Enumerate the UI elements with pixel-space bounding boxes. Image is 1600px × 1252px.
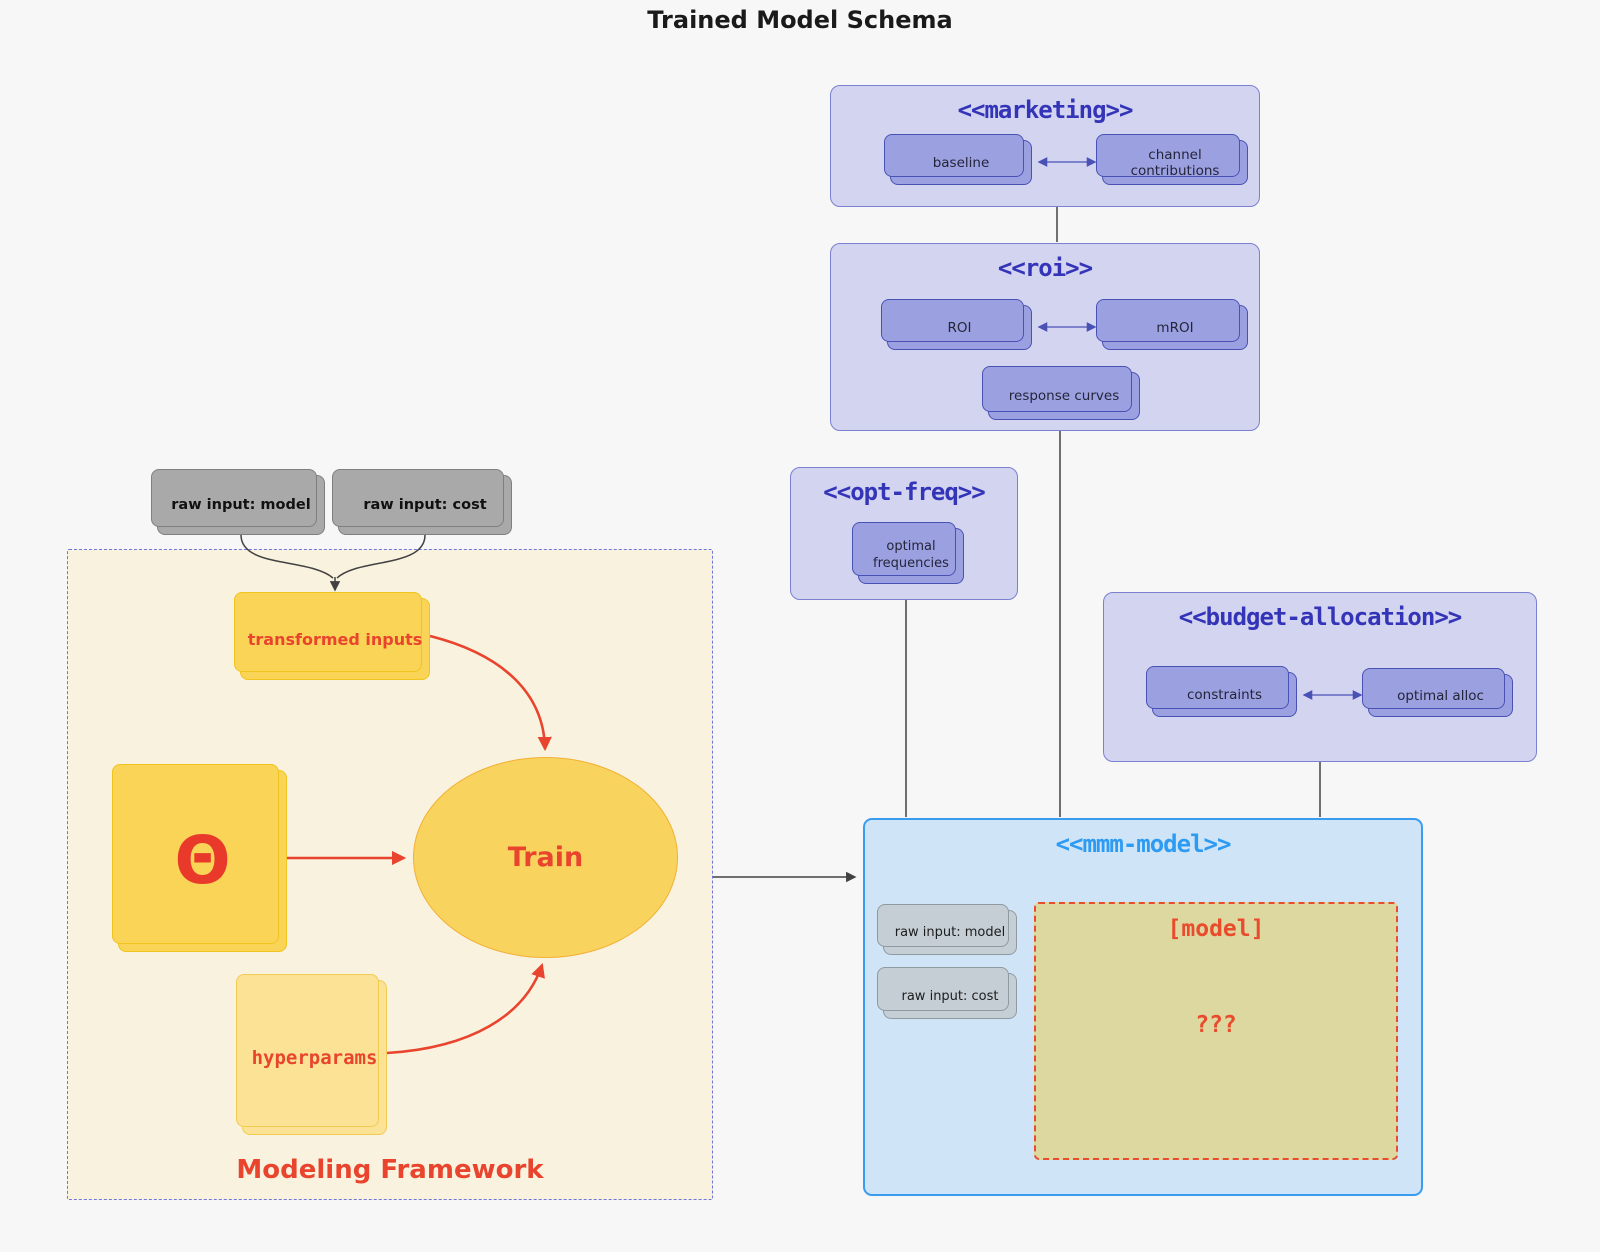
- node-response-curves: response curves: [988, 372, 1140, 420]
- node-theta: Θ: [118, 770, 287, 952]
- node-baseline: baseline: [890, 140, 1032, 185]
- marketing-title: <<marketing>>: [957, 96, 1134, 124]
- node-constraints-label: constraints: [1186, 686, 1263, 703]
- node-raw-input-cost-label: raw input: cost: [363, 497, 487, 513]
- node-optimal-frequencies-label: optimal frequencies: [873, 539, 949, 571]
- node-baseline-label: baseline: [932, 154, 990, 171]
- node-raw-input-model: raw input: model: [157, 475, 325, 535]
- model-placeholder-title: [model]: [1167, 916, 1265, 942]
- modeling-framework-label: Modeling Framework: [236, 1155, 544, 1185]
- mmm-model-title: <<mmm-model>>: [1055, 830, 1232, 858]
- node-train-label: Train: [507, 842, 584, 873]
- node-train: Train: [413, 757, 678, 958]
- node-channel-contributions: channel contributions: [1102, 140, 1248, 185]
- roi-title: <<roi>>: [997, 254, 1093, 282]
- opt-freq-title: <<opt-freq>>: [823, 478, 985, 506]
- page-title: Trained Model Schema: [647, 6, 953, 34]
- node-response-curves-label: response curves: [1008, 388, 1120, 404]
- budget-allocation-title: <<budget-allocation>>: [1178, 603, 1462, 631]
- node-transformed-inputs-label: transformed inputs: [247, 629, 423, 649]
- node-mroi-label: mROI: [1156, 319, 1194, 336]
- node-hyperparams-label: hyperparams: [251, 1046, 378, 1069]
- node-raw-input-model-label: raw input: model: [171, 497, 311, 513]
- node-roi-label: ROI: [947, 319, 972, 336]
- node-mmm-raw-input-cost: raw input: cost: [883, 973, 1017, 1019]
- node-theta-label: Θ: [174, 822, 231, 899]
- node-roi: ROI: [887, 305, 1032, 350]
- node-optimal-frequencies: optimal frequencies: [858, 528, 964, 584]
- node-transformed-inputs: transformed inputs: [240, 598, 430, 680]
- node-optimal-alloc: optimal alloc: [1368, 674, 1513, 717]
- node-mmm-raw-input-cost-label: raw input: cost: [901, 988, 999, 1004]
- node-mmm-raw-input-model-label: raw input: model: [894, 925, 1006, 940]
- node-constraints: constraints: [1152, 672, 1297, 717]
- node-channel-contributions-label: channel contributions: [1130, 146, 1220, 179]
- node-mmm-raw-input-model: raw input: model: [883, 910, 1017, 955]
- node-mroi: mROI: [1102, 305, 1248, 350]
- node-hyperparams: hyperparams: [242, 980, 387, 1135]
- node-raw-input-cost: raw input: cost: [338, 475, 512, 535]
- model-placeholder-body: ???: [1195, 1012, 1237, 1038]
- model-placeholder-box: [model] ???: [1034, 902, 1398, 1160]
- node-optimal-alloc-label: optimal alloc: [1397, 687, 1484, 704]
